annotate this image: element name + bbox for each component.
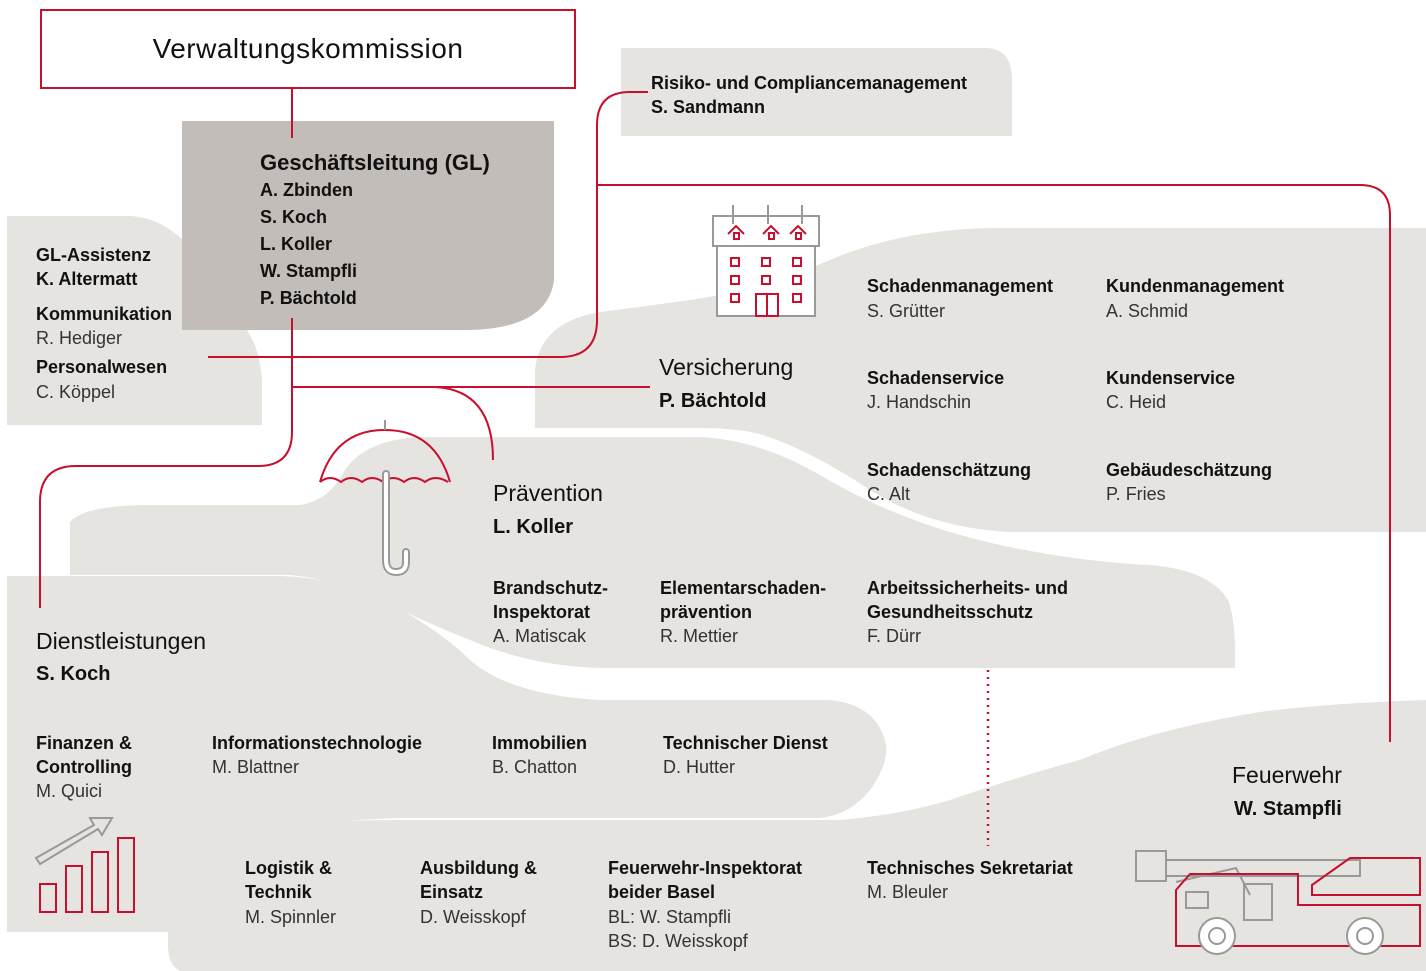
unit-person: B. Chatton [492, 757, 578, 777]
unit-label: Brandschutz- [493, 578, 609, 598]
unit-person: F. Dürr [867, 626, 921, 646]
verwaltungskommission-box: Verwaltungskommission [40, 9, 576, 89]
unit-person: M. Quici [36, 781, 103, 801]
dienst-head: S. Koch [36, 663, 111, 685]
gl-area [182, 121, 554, 330]
staff-person: K. Altermatt [36, 269, 138, 289]
umbrella-icon [319, 420, 451, 577]
staff-label: Personalwesen [36, 357, 168, 377]
staff-person: C. Köppel [36, 382, 116, 402]
unit-label: Einsatz [420, 882, 484, 902]
unit-label: Kundenservice [1106, 368, 1236, 388]
gl-member: W. Stampfli [260, 261, 358, 281]
unit-label: Inspektorat [493, 602, 591, 622]
unit-person: S. Grütter [867, 301, 946, 321]
feuerwehr-area [168, 700, 1426, 971]
growth-chart-icon [34, 817, 135, 913]
unit-label: Controlling [36, 757, 132, 777]
gl-member: S. Koch [260, 207, 328, 227]
unit-label: Kundenmanagement [1106, 276, 1285, 296]
unit-person: M. Spinnler [245, 907, 337, 927]
unit-person: A. Matiscak [493, 626, 587, 646]
unit-label: Technischer Dienst [663, 733, 828, 753]
praevention-title: Prävention [493, 480, 603, 506]
unit-label: Arbeitssicherheits- und [867, 578, 1069, 598]
unit-label: Finanzen & [36, 733, 133, 753]
unit-label: Elementarschaden- [660, 578, 827, 598]
unit-label: Gesundheitsschutz [867, 602, 1034, 622]
unit-label: prävention [660, 602, 753, 622]
staff-label: GL-Assistenz [36, 245, 152, 265]
unit-person: D. Hutter [663, 757, 736, 777]
gl-member: A. Zbinden [260, 180, 353, 200]
unit-person: P. Fries [1106, 484, 1166, 504]
versicherung-head: P. Bächtold [659, 390, 767, 412]
unit-label: Technisches Sekretariat [867, 858, 1073, 878]
dienst-title: Dienstleistungen [36, 628, 207, 654]
fire-truck-icon [1135, 850, 1421, 955]
unit-person: D. Weisskopf [420, 907, 526, 927]
praevention-area [70, 437, 1236, 668]
unit-label: Technik [245, 882, 312, 902]
praevention-head: L. Koller [493, 516, 574, 538]
unit-label: Logistik & [245, 858, 333, 878]
feuerwehr-head: W. Stampfli [1234, 798, 1342, 820]
unit-label: Schadenservice [867, 368, 1005, 388]
unit-person: M. Blattner [212, 757, 300, 777]
dienst-area [7, 576, 887, 932]
connector-lines [39, 89, 1391, 742]
staff-label: Kommunikation [36, 304, 173, 324]
unit-label: beider Basel [608, 882, 716, 902]
versicherung-title: Versicherung [659, 354, 794, 380]
unit-person: M. Bleuler [867, 882, 949, 902]
unit-person: BS: D. Weisskopf [608, 931, 748, 951]
feuerwehr-title: Feuerwehr [1232, 762, 1342, 788]
gl-member: L. Koller [260, 234, 333, 254]
unit-label: Ausbildung & [420, 858, 537, 878]
unit-person: BL: W. Stampfli [608, 907, 732, 927]
unit-person: C. Alt [867, 484, 911, 504]
unit-label: Informationstechnologie [212, 733, 423, 753]
risk-area [621, 48, 1012, 136]
risk-label: Risiko- und Compliancemanagement [651, 73, 968, 93]
unit-label: Gebäudeschätzung [1106, 460, 1273, 480]
building-windows [727, 224, 807, 317]
unit-label: Feuerwehr-Inspektorat [608, 858, 803, 878]
unit-label: Immobilien [492, 733, 588, 753]
risk-person: S. Sandmann [651, 97, 766, 117]
unit-person: J. Handschin [867, 392, 972, 412]
unit-person: R. Mettier [660, 626, 739, 646]
unit-person: A. Schmid [1106, 301, 1189, 321]
unit-label: Schadenmanagement [867, 276, 1054, 296]
gl-member: P. Bächtold [260, 288, 357, 308]
verwaltungskommission-title: Verwaltungskommission [152, 33, 464, 64]
gl-title: Geschäftsleitung (GL) [260, 150, 490, 175]
staff-person: R. Hediger [36, 328, 123, 348]
unit-person: C. Heid [1106, 392, 1167, 412]
unit-label: Schadenschätzung [867, 460, 1032, 480]
